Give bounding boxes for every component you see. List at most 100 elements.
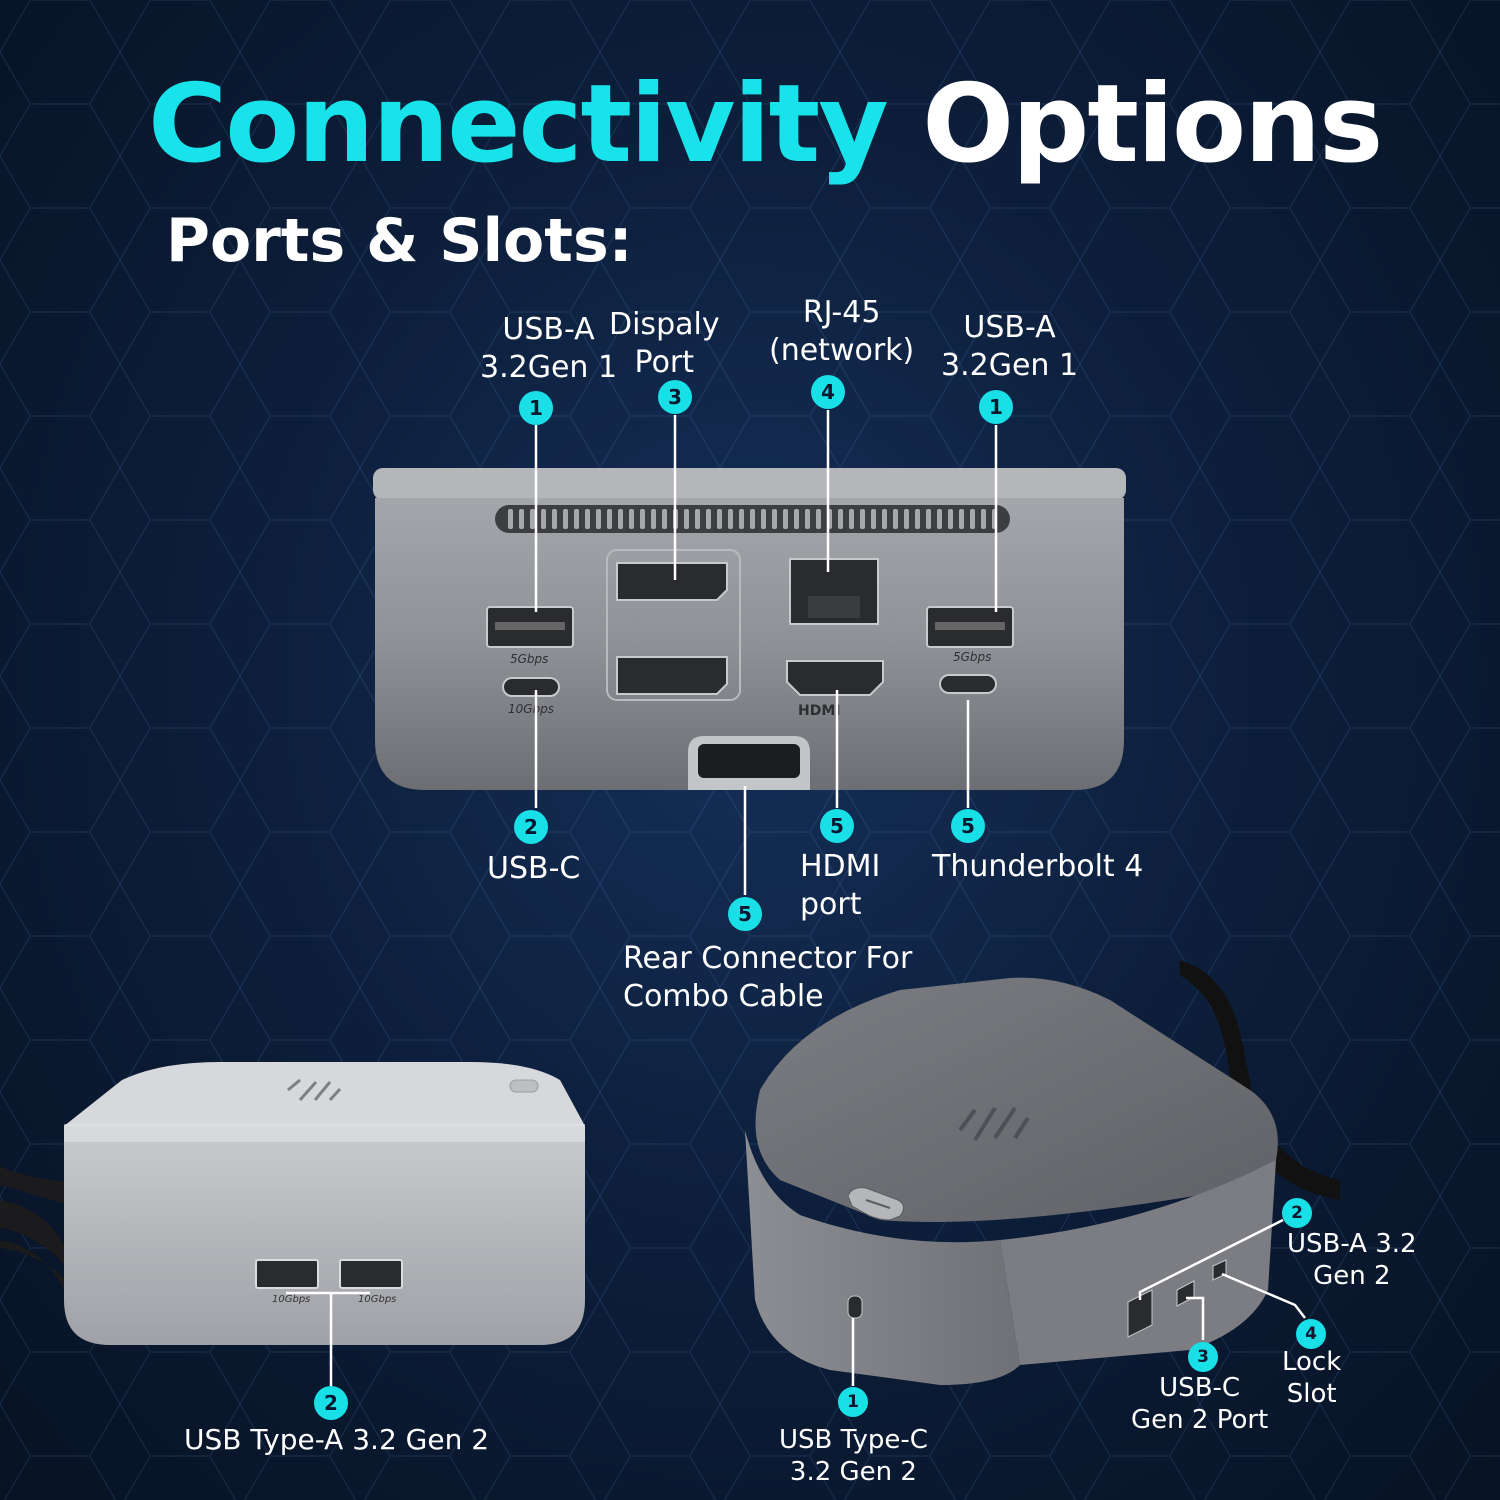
- side-view-dock: [745, 960, 1340, 1385]
- badge-displayport: 3: [658, 380, 692, 414]
- badge-usb-a-side: 2: [1282, 1198, 1312, 1228]
- label-usb-a-right-line2: 3.2Gen 1: [941, 348, 1079, 383]
- front-speed-mark-right: 10Gbps: [358, 1294, 396, 1305]
- vent-slot: [882, 509, 887, 529]
- badge-thunderbolt: 5: [951, 809, 985, 843]
- label-rear-connector-line2: Combo Cable: [623, 979, 824, 1014]
- usb-a-port-side[interactable]: [1127, 1289, 1153, 1338]
- hdmi-port[interactable]: [786, 660, 884, 696]
- vent-slot: [937, 509, 942, 529]
- vent-slot: [805, 509, 810, 529]
- badge-usb-a-right: 1: [979, 390, 1013, 424]
- label-usb-a-right: USB-A 3.2Gen 1: [941, 309, 1078, 385]
- usb-c-speed-mark: 10Gbps: [508, 702, 554, 716]
- label-hdmi: HDMI port: [800, 848, 880, 924]
- vent-slot: [684, 509, 689, 529]
- vent-slot: [959, 509, 964, 529]
- label-lock-slot: Lock Slot: [1282, 1346, 1341, 1410]
- vent-slot: [948, 509, 953, 529]
- front-leader-lines: [286, 1291, 370, 1388]
- title-word-connectivity: Connectivity: [148, 62, 889, 187]
- label-usb-a-left: USB-A 3.2Gen 1: [480, 311, 617, 387]
- label-hdmi-line1: HDMI: [800, 849, 881, 884]
- power-button[interactable]: [847, 1187, 904, 1221]
- vent-slot: [563, 509, 568, 529]
- usb-a-port-right[interactable]: [926, 606, 1014, 648]
- vent-slot: [662, 509, 667, 529]
- rj45-port[interactable]: [789, 558, 879, 625]
- label-usb-c-front-line1: USB Type-C: [779, 1425, 928, 1455]
- label-usb-a-side-line2: Gen 2: [1313, 1261, 1391, 1291]
- label-usb-c-side-line2: Gen 2 Port: [1131, 1405, 1269, 1435]
- label-rj45: RJ-45 (network): [769, 294, 914, 370]
- vent-slot: [552, 509, 557, 529]
- label-thunderbolt: Thunderbolt 4: [932, 849, 1144, 884]
- vent-slot: [893, 509, 898, 529]
- usb-c-port-front-side[interactable]: [847, 1295, 863, 1319]
- badge-usb-c-side: 3: [1188, 1342, 1218, 1372]
- badge-lock-slot: 4: [1296, 1319, 1326, 1349]
- vent-slot: [651, 509, 656, 529]
- label-rear-connector: Rear Connector For Combo Cable: [623, 940, 912, 1016]
- vent-slot: [849, 509, 854, 529]
- thunderbolt-port[interactable]: [939, 674, 997, 694]
- label-rj45-line1: RJ-45: [802, 295, 881, 330]
- vent-slot: [981, 509, 986, 529]
- badge-hdmi: 5: [820, 809, 854, 843]
- vent-slot: [574, 509, 579, 529]
- vent-slot: [915, 509, 920, 529]
- label-usb-a-side: USB-A 3.2 Gen 2: [1287, 1228, 1417, 1292]
- usb-a-port-front-right[interactable]: [339, 1259, 403, 1289]
- vent-slot: [816, 509, 821, 529]
- vent-slot: [728, 509, 733, 529]
- label-lock-slot-line2: Slot: [1286, 1379, 1337, 1409]
- title-word-options: Options: [922, 62, 1383, 187]
- displayport-upper[interactable]: [616, 562, 728, 601]
- rear-combo-connector[interactable]: [688, 736, 810, 790]
- label-usb-a-left-line2: 3.2Gen 1: [480, 350, 618, 385]
- hdmi-logo-mark: HDMI: [798, 703, 840, 719]
- usb-a-port-front-left[interactable]: [255, 1259, 319, 1289]
- usb-a-left-speed-mark: 5Gbps: [510, 652, 548, 666]
- vent-slot: [618, 509, 623, 529]
- badge-rear-connector: 5: [728, 897, 762, 931]
- label-usb-c-front-line2: 3.2 Gen 2: [789, 1457, 917, 1487]
- vent-slot: [970, 509, 975, 529]
- vent-slot: [706, 509, 711, 529]
- label-usb-c-side-line1: USB-C: [1159, 1373, 1241, 1403]
- label-rj45-line2: (network): [769, 333, 915, 368]
- usb-a-port-left[interactable]: [486, 606, 574, 648]
- label-hdmi-line2: port: [800, 887, 862, 922]
- label-displayport-line2: Port: [634, 345, 695, 380]
- label-usb-a-side-line1: USB-A 3.2: [1287, 1229, 1417, 1259]
- label-displayport-line1: Dispaly: [609, 307, 720, 342]
- label-usb-c-side: USB-C Gen 2 Port: [1131, 1372, 1268, 1436]
- subtitle-ports-slots: Ports & Slots:: [166, 206, 633, 276]
- vent-slot: [585, 509, 590, 529]
- hp-logo-front: [287, 1078, 342, 1102]
- label-usb-c-front: USB Type-C 3.2 Gen 2: [779, 1424, 928, 1488]
- badge-usb-c-front: 1: [838, 1387, 868, 1417]
- vent-slot: [596, 509, 601, 529]
- side-leader-lines: [851, 1218, 1306, 1386]
- vent-slot: [838, 509, 843, 529]
- vent-slot: [783, 509, 788, 529]
- label-displayport: Dispaly Port: [609, 306, 720, 382]
- vent-slot: [508, 509, 513, 529]
- vent-slot: [717, 509, 722, 529]
- vent-slot: [629, 509, 634, 529]
- vent-slot: [640, 509, 645, 529]
- displayport-lower[interactable]: [616, 656, 728, 695]
- label-front-usb-a: USB Type-A 3.2 Gen 2: [184, 1423, 490, 1456]
- vent-slot: [871, 509, 876, 529]
- badge-front-usb-a: 2: [314, 1386, 348, 1420]
- vent-slot: [607, 509, 612, 529]
- vent-slot: [541, 509, 546, 529]
- vent-slot: [772, 509, 777, 529]
- label-lock-slot-line1: Lock: [1282, 1347, 1342, 1377]
- usb-c-port-rear[interactable]: [502, 677, 560, 697]
- vent-slot: [794, 509, 799, 529]
- front-view-dock: 10Gbps 10Gbps: [0, 1062, 585, 1345]
- page-title: Connectivity Options: [148, 60, 1383, 190]
